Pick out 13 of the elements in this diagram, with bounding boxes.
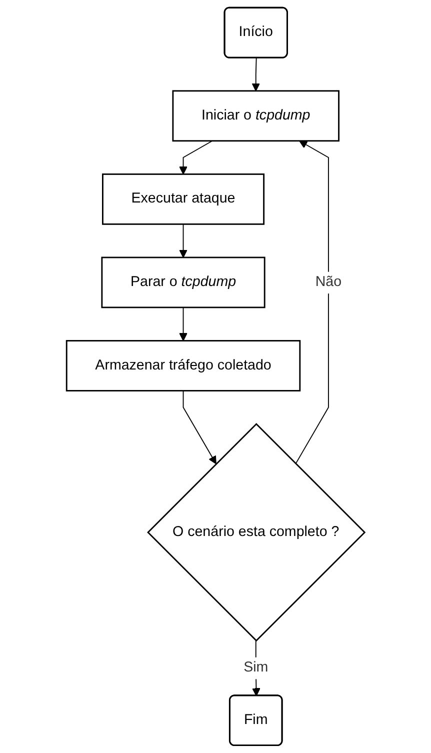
- node-box: Executar ataque: [102, 173, 264, 225]
- edge-label: Sim: [243, 659, 268, 676]
- arrow: [178, 140, 213, 175]
- node-box: Parar o tcpdump: [101, 256, 266, 308]
- arrow: [178, 306, 188, 342]
- arrow: [178, 224, 188, 258]
- arrow: [295, 140, 329, 464]
- node-box: Armazenar tráfego coletado: [66, 340, 300, 392]
- node-diamond: O cenário esta completo ?: [146, 423, 366, 642]
- edge-label: Não: [315, 274, 342, 290]
- arrow: [182, 390, 216, 464]
- node-box: Iniciar o tcpdump: [172, 90, 340, 142]
- arrow: [252, 58, 260, 92]
